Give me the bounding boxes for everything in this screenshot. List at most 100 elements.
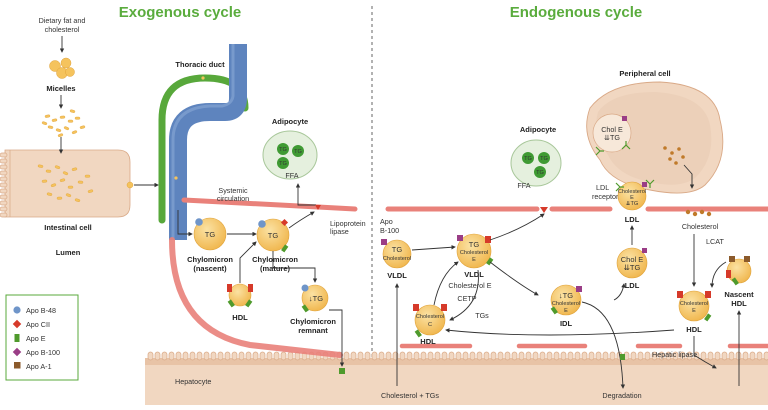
label-hdl-nascent: HDL — [731, 299, 747, 308]
label-systemic-1: Systemic — [218, 186, 248, 195]
label-lcat: LCAT — [706, 237, 724, 246]
lipoprotein-lipase-marker-endo — [540, 207, 548, 213]
hepatocyte-villus — [287, 351, 294, 361]
tg-label: TG — [205, 230, 216, 239]
cholesterol-label: Cholesterol — [680, 301, 708, 307]
hepatocyte-villus — [406, 351, 413, 361]
intestinal-cell — [0, 149, 131, 218]
ldl-receptor-right — [645, 179, 655, 188]
hepatocyte-villus — [399, 351, 406, 361]
micelle-fragment — [59, 115, 66, 119]
hepatocyte-villus — [280, 351, 287, 361]
intestinal-villus — [0, 182, 8, 188]
micelle-fragment — [67, 185, 74, 189]
tg-label: TG — [540, 156, 548, 162]
hepatocyte-villus — [497, 351, 504, 361]
hepatocyte-villus — [343, 351, 350, 361]
intestinal-villus — [0, 152, 8, 158]
hepatocyte-villus — [259, 351, 266, 361]
micelle-fragment — [87, 189, 94, 193]
hepatocyte-villus — [238, 351, 245, 361]
hdl-nascent — [726, 256, 752, 286]
apo-e-legend-icon — [14, 334, 20, 342]
hepatocyte-villus — [728, 351, 735, 361]
micelle-fragment — [63, 126, 70, 131]
micelle-fragment — [59, 178, 66, 182]
idl-particle: ↓TG Cholesterol E — [550, 284, 582, 316]
hepatocyte-villus — [427, 351, 434, 361]
arrow-hdl-to-vldl-cetp — [433, 261, 459, 306]
down-tg-label: ↓TG — [559, 291, 573, 300]
down2-tg-label: ⇊TG — [624, 263, 641, 272]
hepatocyte-villus — [525, 351, 532, 361]
adipocyte-exogenous: TG TG TG — [262, 130, 318, 180]
hepatocyte-villus — [679, 351, 686, 361]
hepatocyte-villus — [756, 351, 763, 361]
apo-b100-legend-icon — [12, 347, 22, 357]
arrow-duct-to-nascent — [177, 210, 193, 237]
cholesterol-label: Cholesterol — [552, 301, 580, 307]
intestinal-villus — [0, 170, 8, 176]
hepatocyte-villus — [175, 351, 182, 361]
intestinal-villus — [0, 158, 8, 164]
label-idl: IDL — [560, 319, 573, 328]
hepatocyte-villus — [224, 351, 231, 361]
hepatocyte-villus — [364, 351, 371, 361]
label-systemic-2: circulation — [217, 194, 249, 203]
label-cetp: CETP — [457, 294, 476, 303]
micelle-fragment — [74, 116, 81, 120]
hepatocyte-villus — [371, 351, 378, 361]
tg-label: TG — [279, 161, 287, 167]
hepatocyte-villus — [567, 351, 574, 361]
hepatocyte-villus — [147, 351, 154, 361]
hepatocyte-villus — [455, 351, 462, 361]
peripheral-receptor-1 — [595, 146, 604, 156]
micelle-fragment — [71, 130, 78, 135]
micelle-fragment — [47, 125, 54, 129]
micelle-fragment — [79, 125, 86, 129]
micelle-fragment — [84, 174, 91, 178]
intestinal-villus — [0, 176, 8, 182]
hepatocyte-villus — [742, 351, 749, 361]
hepatocyte-villus — [168, 351, 175, 361]
cholesterol-dots-peripheral — [663, 146, 685, 165]
hepatocyte-villus — [378, 351, 385, 361]
idl-receptor-marker — [620, 354, 625, 360]
arrow-vldl-to-hdl-tgs — [449, 269, 479, 321]
label-adipocyte-endo: Adipocyte — [520, 125, 556, 134]
lipoprotein-lipase-marker — [315, 205, 321, 210]
micelle-fragment — [77, 180, 84, 184]
label-nascent: Nascent — [724, 290, 754, 299]
hepatocyte-villus — [217, 351, 224, 361]
hepatocyte-villus — [161, 351, 168, 361]
hepatocyte-villus — [245, 351, 252, 361]
e-label: E — [630, 195, 634, 201]
label-ffa-endo: FFA — [517, 181, 530, 190]
chylomicron-mature: TG — [256, 218, 290, 253]
intestinal-villus — [0, 206, 8, 212]
micelle-fragment — [41, 121, 48, 126]
intestinal-villus — [0, 188, 8, 194]
label-chylomicron-nascent: Chylomicron — [187, 255, 233, 264]
label-degradation: Degradation — [602, 391, 641, 400]
hepatocyte-villus — [539, 351, 546, 361]
hepatocyte-villus — [518, 351, 525, 361]
e-label: E — [472, 257, 476, 263]
chol-e-label: Chol E — [621, 255, 644, 264]
micelle-fragment — [50, 183, 57, 188]
label-lipoprotein-2: lipase — [330, 227, 349, 236]
hepatocyte-villus — [714, 351, 721, 361]
tg-label: TG — [536, 170, 544, 176]
hepatocyte-villus — [637, 351, 644, 361]
ldl-receptor-left — [615, 182, 624, 192]
intestinal-villus — [0, 164, 8, 170]
label-cholesterol-free: Cholesterol — [682, 222, 719, 231]
label-hdl-endo-left: HDL — [420, 337, 436, 346]
chylomicron-exit-dot — [126, 181, 134, 189]
micelle-fragment — [67, 119, 74, 123]
hepatocyte-villus — [203, 351, 210, 361]
arrow-idl-to-ldl — [613, 283, 626, 301]
legend-label-apo-cii: Apo CII — [26, 320, 50, 329]
hepatocyte-villus — [763, 351, 768, 361]
